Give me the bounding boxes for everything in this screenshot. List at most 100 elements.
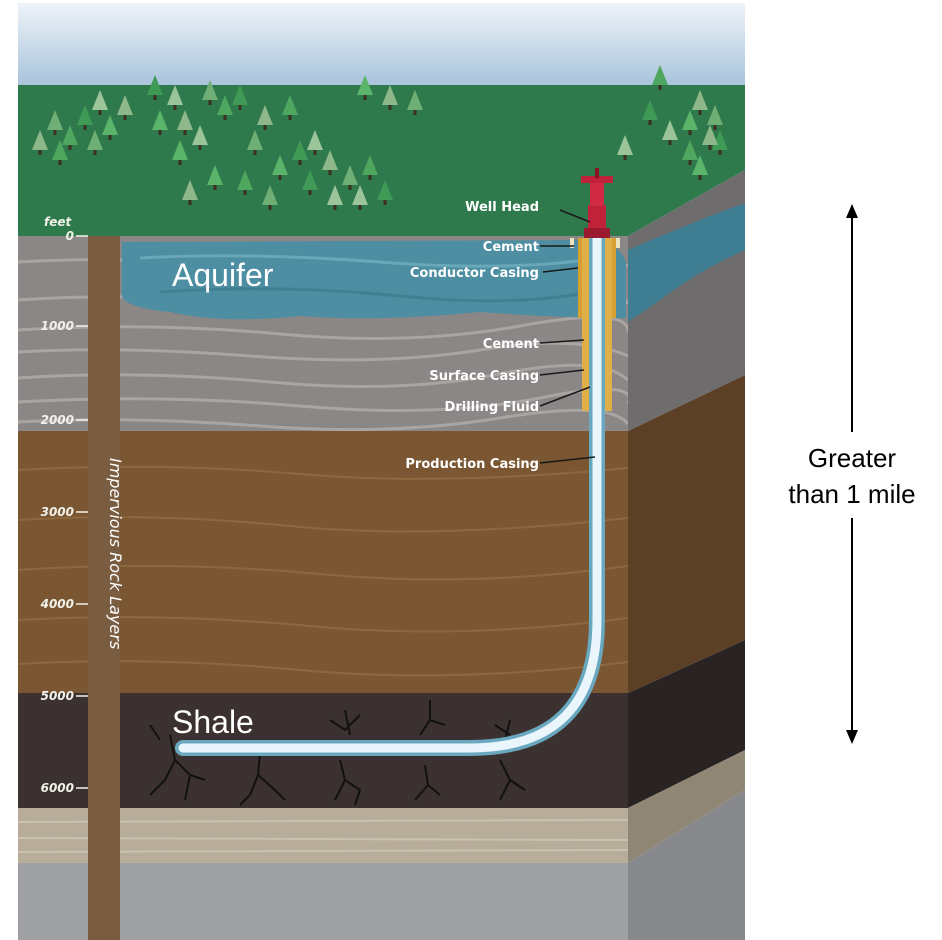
tree-trunk bbox=[298, 160, 302, 165]
tree-icon bbox=[307, 130, 323, 150]
tree-trunk bbox=[263, 125, 267, 130]
tree-trunk bbox=[658, 85, 662, 90]
distance-arrow bbox=[846, 204, 858, 744]
tree-icon bbox=[147, 75, 163, 95]
tree-trunk bbox=[173, 105, 177, 110]
tree-icon bbox=[272, 155, 288, 175]
tree-trunk bbox=[158, 130, 162, 135]
tree-trunk bbox=[98, 110, 102, 115]
tree-icon bbox=[167, 85, 183, 105]
label-production-casing: Production Casing bbox=[405, 457, 539, 472]
tree-icon bbox=[102, 115, 118, 135]
tree-trunk bbox=[243, 190, 247, 195]
tree-icon bbox=[77, 105, 93, 125]
tree-trunk bbox=[253, 150, 257, 155]
tree-icon bbox=[342, 165, 358, 185]
tree-trunk bbox=[183, 130, 187, 135]
tree-icon bbox=[52, 140, 68, 160]
grass-surface bbox=[18, 85, 745, 236]
tree-icon bbox=[192, 125, 208, 145]
impervious-rock-column bbox=[88, 236, 120, 940]
tree-icon bbox=[322, 150, 338, 170]
wellhead-icon bbox=[581, 168, 613, 238]
distance-label-line2: than 1 mile bbox=[788, 479, 915, 509]
tree-icon bbox=[302, 170, 318, 190]
tree-trunk bbox=[53, 130, 57, 135]
tree-trunk bbox=[278, 175, 282, 180]
tree-trunk bbox=[68, 145, 72, 150]
tree-icon bbox=[32, 130, 48, 150]
tree-icon bbox=[202, 80, 218, 100]
front-rock-face bbox=[17, 236, 631, 940]
label-cement-mid: Cement bbox=[483, 337, 539, 352]
tree-trunk bbox=[208, 100, 212, 105]
tree-trunk bbox=[388, 105, 392, 110]
tree-trunk bbox=[188, 200, 192, 205]
tree-trunk bbox=[288, 115, 292, 120]
trees bbox=[32, 65, 728, 210]
tree-trunk bbox=[38, 150, 42, 155]
side-rock-face bbox=[628, 170, 745, 940]
tree-trunk bbox=[153, 95, 157, 100]
depth-tick-label: 6000 bbox=[41, 781, 74, 795]
tree-trunk bbox=[348, 185, 352, 190]
tree-icon bbox=[652, 65, 668, 85]
tree-icon bbox=[232, 85, 248, 105]
tree-trunk bbox=[313, 150, 317, 155]
tree-icon bbox=[292, 140, 308, 160]
depth-tick-label: 5000 bbox=[41, 689, 74, 703]
depth-tick-label: 2000 bbox=[41, 413, 74, 427]
tree-icon bbox=[682, 140, 698, 160]
tree-icon bbox=[237, 170, 253, 190]
label-conductor-casing: Conductor Casing bbox=[410, 266, 539, 281]
tree-trunk bbox=[58, 160, 62, 165]
shale-fractures bbox=[149, 700, 526, 806]
tree-trunk bbox=[708, 145, 712, 150]
depth-tick-label: 0 bbox=[66, 229, 74, 243]
tree-trunk bbox=[238, 105, 242, 110]
label-well-head: Well Head bbox=[465, 200, 539, 215]
tree-icon bbox=[87, 130, 103, 150]
tree-icon bbox=[617, 135, 633, 155]
tree-icon bbox=[152, 110, 168, 130]
tree-trunk bbox=[93, 150, 97, 155]
label-leaders bbox=[539, 209, 596, 464]
tree-trunk bbox=[698, 110, 702, 115]
well-bore bbox=[175, 230, 620, 756]
tree-trunk bbox=[83, 125, 87, 130]
depth-tick-label: 3000 bbox=[41, 505, 74, 519]
tree-icon bbox=[182, 180, 198, 200]
tree-trunk bbox=[213, 185, 217, 190]
tree-trunk bbox=[668, 140, 672, 145]
tree-trunk bbox=[713, 125, 717, 130]
tree-trunk bbox=[648, 120, 652, 125]
tree-trunk bbox=[698, 175, 702, 180]
tree-icon bbox=[662, 120, 678, 140]
tree-icon bbox=[92, 90, 108, 110]
distance-label-line1: Greater bbox=[808, 443, 896, 473]
tree-icon bbox=[172, 140, 188, 160]
tree-trunk bbox=[368, 175, 372, 180]
tree-icon bbox=[62, 125, 78, 145]
tree-icon bbox=[407, 90, 423, 110]
tree-trunk bbox=[178, 160, 182, 165]
tree-icon bbox=[362, 155, 378, 175]
tree-trunk bbox=[123, 115, 127, 120]
tree-icon bbox=[207, 165, 223, 185]
tree-icon bbox=[692, 90, 708, 110]
tree-trunk bbox=[198, 145, 202, 150]
depth-unit-label: feet bbox=[44, 215, 72, 229]
label-impervious-rock: Impervious Rock Layers bbox=[106, 458, 125, 649]
tree-icon bbox=[707, 105, 723, 125]
tree-trunk bbox=[308, 190, 312, 195]
tree-trunk bbox=[223, 115, 227, 120]
tree-icon bbox=[282, 95, 298, 115]
tree-trunk bbox=[328, 170, 332, 175]
tree-icon bbox=[702, 125, 718, 145]
label-cement-top: Cement bbox=[483, 240, 539, 255]
depth-tick-label: 4000 bbox=[40, 597, 74, 611]
depth-tick-label: 1000 bbox=[41, 319, 74, 333]
tree-icon bbox=[377, 180, 393, 200]
tree-icon bbox=[117, 95, 133, 115]
